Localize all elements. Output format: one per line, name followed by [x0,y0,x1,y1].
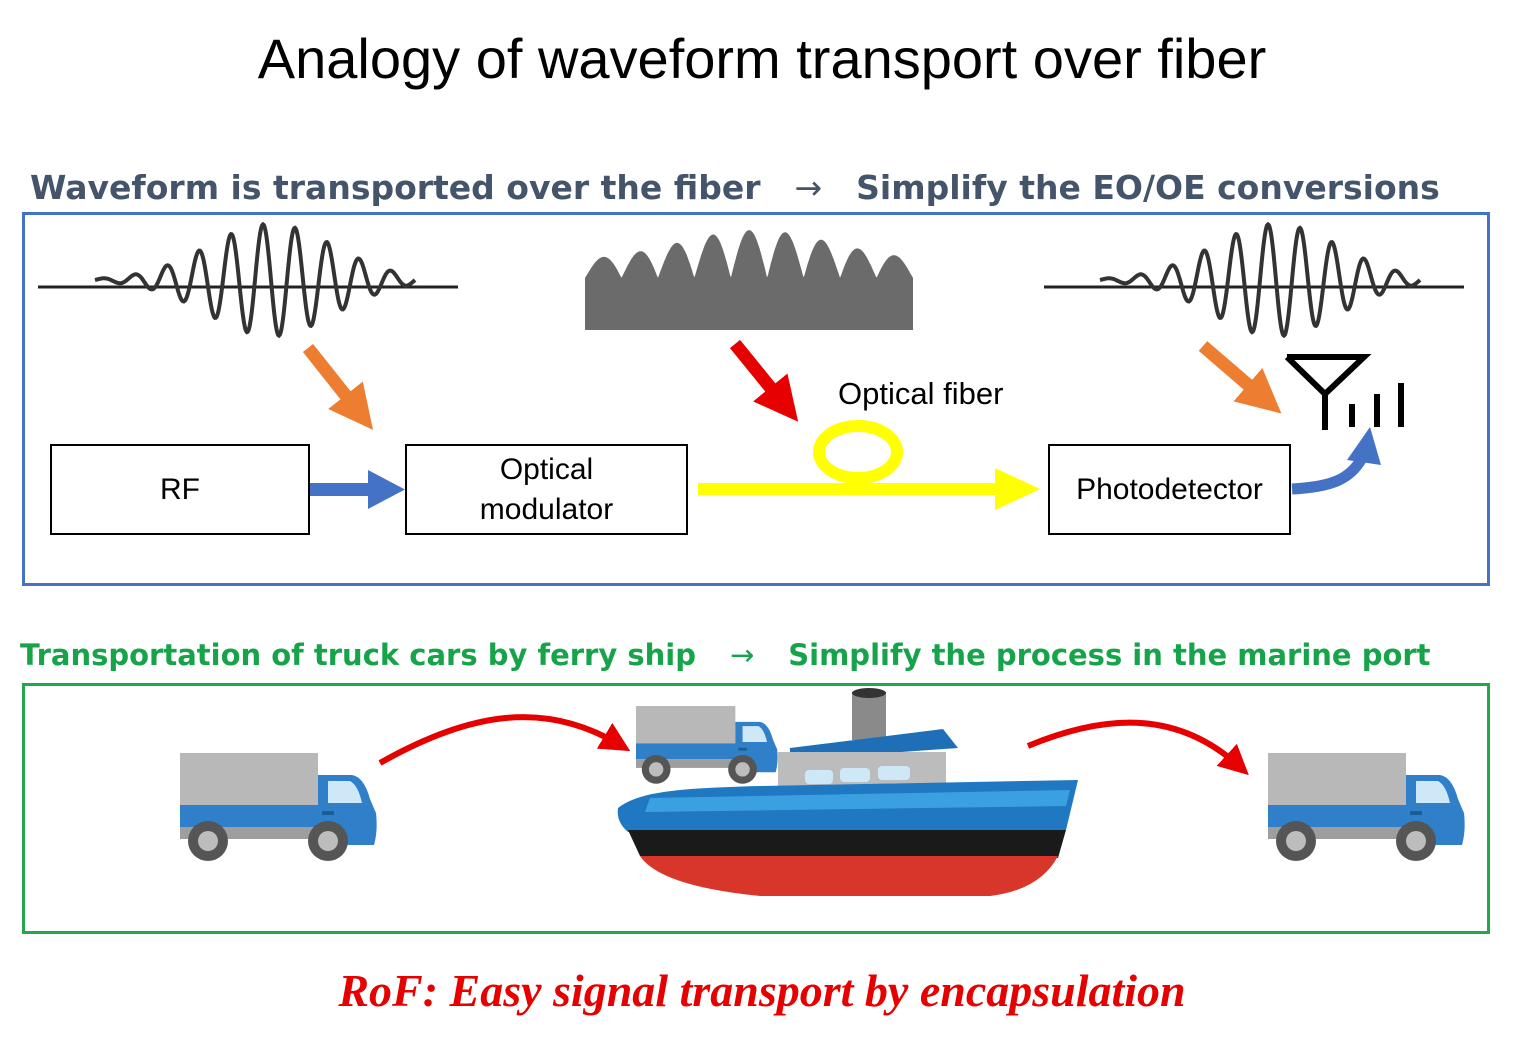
truck-icon [180,753,377,861]
ferry-diagram-frame [22,683,1490,934]
optical-fiber-label: Optical fiber [838,376,1004,411]
rf-box: RF [50,444,310,535]
ferry-heading-right: Simplify the process in the marine port [788,638,1431,672]
truck-icon [636,706,778,784]
rf-label: RF [160,472,200,506]
red-curved-arrow [378,714,631,766]
rof-diagram-frame [22,212,1490,586]
optical-envelope-icon [585,230,913,330]
modulator-label-line2: modulator [479,492,614,526]
blue-arrow [310,470,405,509]
blue-curved-arrow [1291,427,1381,495]
photodetector-box: Photodetector [1048,444,1291,535]
ferry-heading-arrow: → [729,638,755,672]
sine-waveform-icon [38,221,458,339]
conclusion-text: RoF: Easy signal transport by encapsulat… [338,965,1186,1016]
red-curved-arrow [1026,719,1249,776]
rof-heading-arrow: → [794,168,823,207]
rof-heading-left: Waveform is transported over the fiber [30,168,761,207]
ferry-section-heading: Transportation of truck cars by ferry sh… [20,638,1431,672]
page-title: Analogy of waveform transport over fiber [257,27,1267,90]
sine-waveform-icon [1044,221,1464,339]
fiber-loop-icon [698,420,1040,510]
antenna-icon [1284,354,1404,430]
optical-modulator-box: Optical modulator [405,444,688,535]
red-arrow [729,339,799,422]
photodetector-label: Photodetector [1076,472,1263,506]
rof-heading-right: Simplify the EO/OE conversions [856,168,1440,207]
modulator-label-line1: Optical [499,452,594,486]
ferry-heading-left: Transportation of truck cars by ferry sh… [20,638,696,672]
orange-arrow [302,343,373,430]
rof-section-heading: Waveform is transported over the fiber → S… [30,168,1440,207]
orange-arrow [1198,341,1282,414]
truck-icon [1268,753,1465,861]
ferry-ship-icon [617,688,1078,896]
